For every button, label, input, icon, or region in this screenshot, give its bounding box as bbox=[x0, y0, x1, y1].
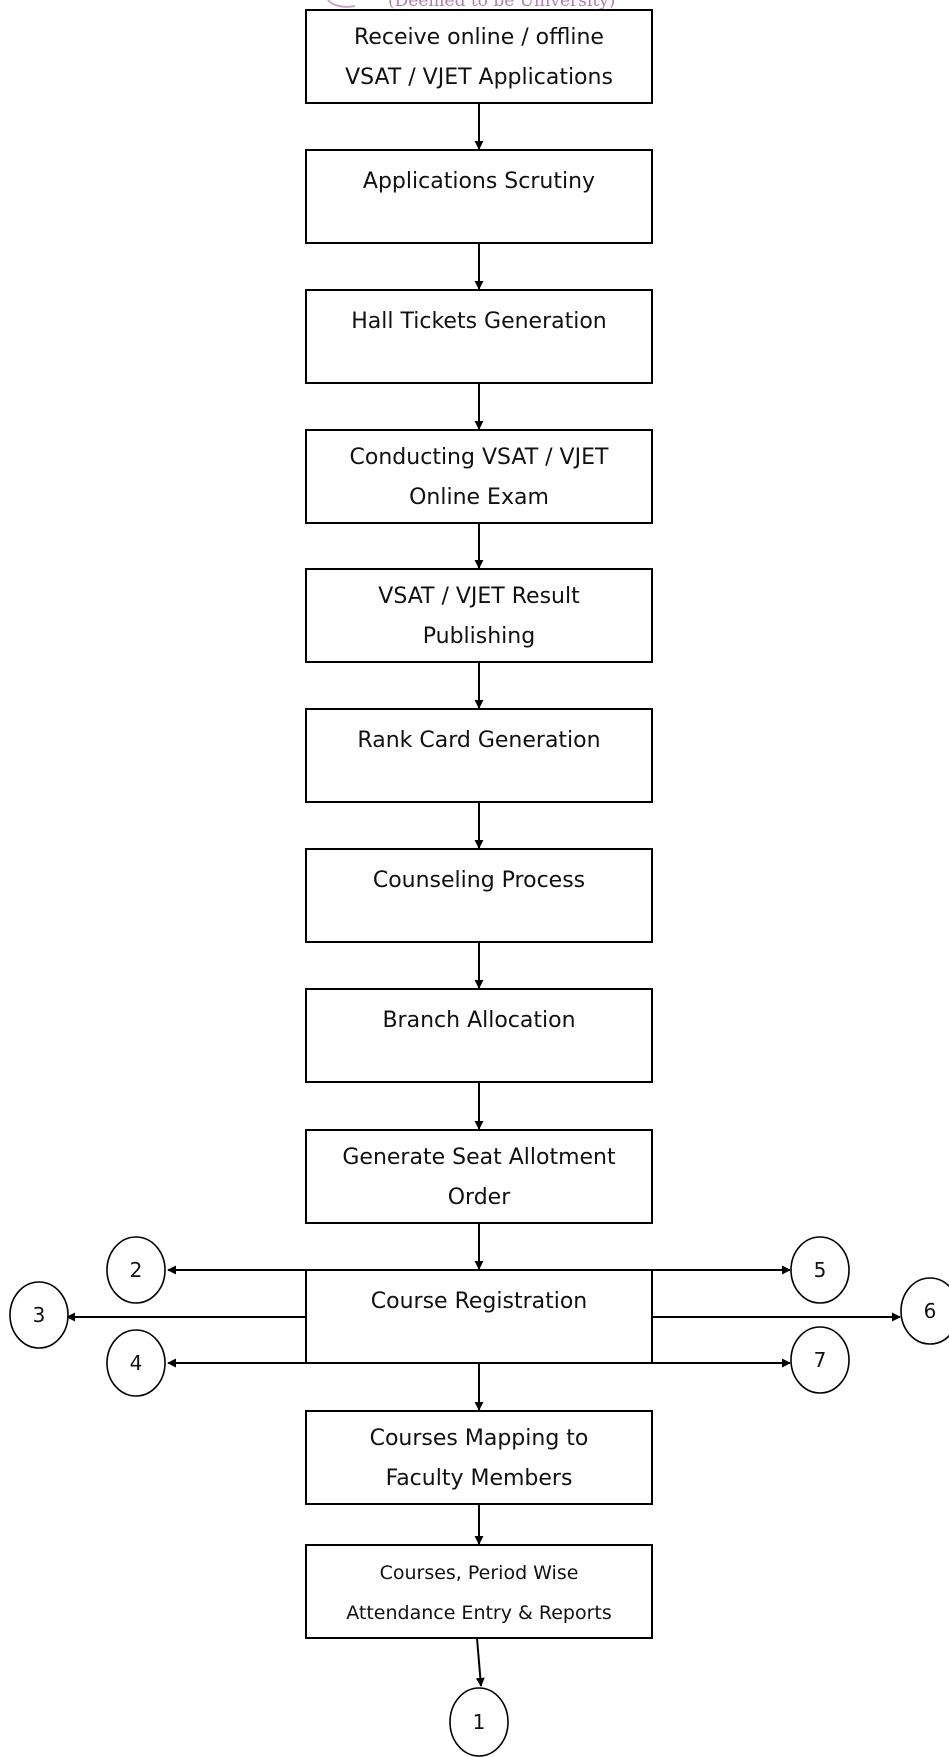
connector-circle bbox=[790, 1326, 850, 1394]
connector-label: 6 bbox=[924, 1299, 937, 1323]
connector-1: 1 bbox=[449, 1687, 509, 1757]
step-box bbox=[305, 429, 653, 524]
connector-circle bbox=[449, 1687, 509, 1757]
connector-3: 3 bbox=[9, 1281, 69, 1349]
step-7: Counseling Process bbox=[305, 848, 653, 943]
step-11: Courses Mapping to Faculty Members bbox=[305, 1410, 653, 1505]
step-8: Branch Allocation bbox=[305, 988, 653, 1083]
step-box bbox=[305, 988, 653, 1083]
header-fragment: (Deemed to be University) bbox=[388, 0, 615, 11]
step-label: Applications Scrutiny bbox=[363, 169, 595, 194]
connector-circle bbox=[790, 1236, 850, 1304]
step-label: Rank Card Generation bbox=[357, 728, 600, 753]
step-label: VSAT / VJET Result bbox=[378, 584, 580, 609]
step-label: Faculty Members bbox=[386, 1466, 573, 1491]
connector-label: 1 bbox=[473, 1710, 486, 1734]
connector-circle bbox=[106, 1236, 166, 1304]
logo-fragment bbox=[327, 0, 356, 8]
connector-label: 3 bbox=[33, 1303, 46, 1327]
step-10: Course Registration bbox=[305, 1269, 653, 1364]
step-label: Conducting VSAT / VJET bbox=[350, 445, 609, 470]
step-label: Counseling Process bbox=[373, 868, 585, 893]
step-box bbox=[305, 289, 653, 384]
step-box bbox=[305, 708, 653, 803]
connector-label: 7 bbox=[814, 1348, 827, 1372]
step-label: Course Registration bbox=[371, 1289, 587, 1314]
connector-2: 2 bbox=[106, 1236, 166, 1304]
step-box bbox=[305, 1544, 653, 1639]
step-4: Conducting VSAT / VJET Online Exam bbox=[305, 429, 653, 524]
step-box bbox=[305, 149, 653, 244]
connector-label: 2 bbox=[130, 1258, 143, 1282]
connector-circle bbox=[900, 1277, 949, 1345]
step-label: Branch Allocation bbox=[382, 1008, 575, 1033]
step-box bbox=[305, 1269, 653, 1364]
step-label: Courses Mapping to bbox=[370, 1426, 589, 1451]
connector-label: 4 bbox=[130, 1351, 143, 1375]
step-label: Order bbox=[448, 1185, 511, 1210]
step-3: Hall Tickets Generation bbox=[305, 289, 653, 384]
step-2: Applications Scrutiny bbox=[305, 149, 653, 244]
connector-circle bbox=[106, 1329, 166, 1397]
step-label: Online Exam bbox=[409, 485, 549, 510]
step-box bbox=[305, 848, 653, 943]
connector-6: 6 bbox=[900, 1277, 949, 1345]
step-label: Publishing bbox=[423, 624, 535, 649]
step-label: Courses, Period Wise bbox=[380, 1562, 579, 1584]
step-6: Rank Card Generation bbox=[305, 708, 653, 803]
connector-5: 5 bbox=[790, 1236, 850, 1304]
step-label: Receive online / offline bbox=[354, 25, 604, 50]
step-box bbox=[305, 568, 653, 663]
connector-label: 5 bbox=[814, 1258, 827, 1282]
connector-circle bbox=[9, 1281, 69, 1349]
connector-7: 7 bbox=[790, 1326, 850, 1394]
step-label: Generate Seat Allotment bbox=[342, 1145, 616, 1170]
step-label: Attendance Entry & Reports bbox=[346, 1602, 612, 1624]
step-label: Hall Tickets Generation bbox=[351, 309, 607, 334]
step-label: VSAT / VJET Applications bbox=[345, 65, 613, 90]
connector-4: 4 bbox=[106, 1329, 166, 1397]
flow-arrow bbox=[475, 1637, 485, 1687]
